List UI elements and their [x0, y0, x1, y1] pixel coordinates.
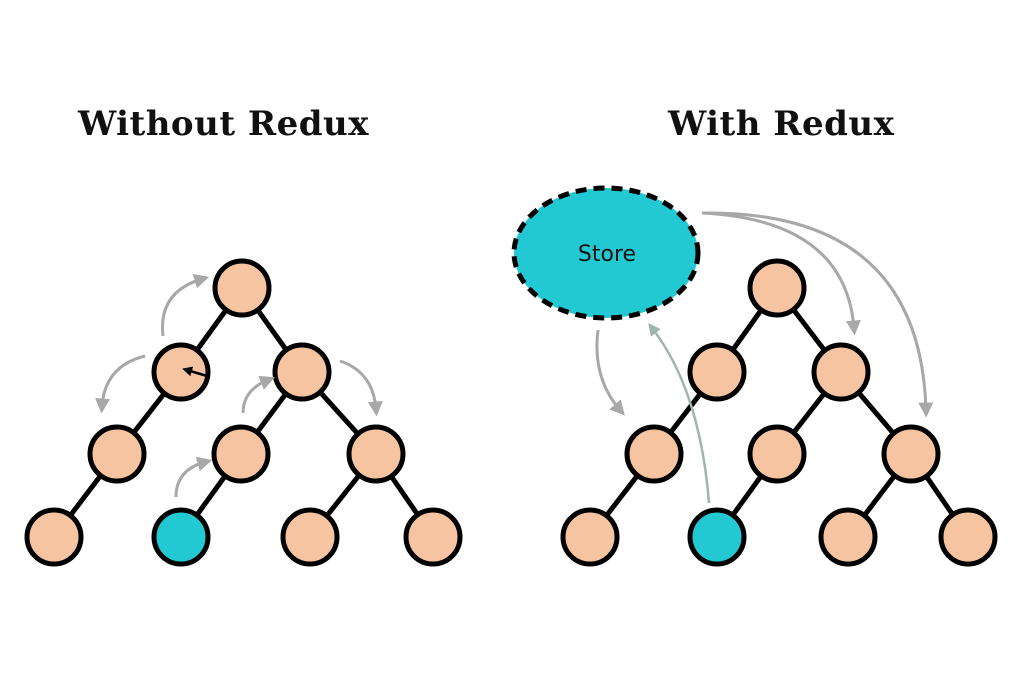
arrow-a-to-a1 [95, 354, 146, 414]
left-flow-arrows [95, 273, 383, 498]
title-with-redux: With Redux [668, 104, 895, 144]
without-redux-node-b1 [211, 424, 271, 484]
with-redux-node-b2a [818, 507, 878, 567]
store-ellipse [511, 185, 701, 321]
without-redux-node-b2b [403, 507, 463, 567]
with-redux-node-b1 [747, 424, 807, 484]
title-without-redux: Without Redux [78, 104, 370, 144]
arrow-inside-a [182, 366, 208, 378]
without-redux-node-b2a [280, 507, 340, 567]
store-label: Store [578, 242, 636, 267]
without-redux-node-a1 [87, 424, 147, 484]
with-redux-node-a1a [560, 507, 620, 567]
with-redux-node-a1 [624, 424, 684, 484]
arrow-b1a-to-store [648, 323, 711, 504]
without-redux-node-a [151, 342, 211, 402]
arrow-b-to-b2 [339, 359, 383, 417]
without-redux-node-b2 [346, 424, 406, 484]
with-redux-node-b2b [938, 507, 998, 567]
with-redux-node-b1a-highlighted [687, 507, 747, 567]
arrow-store-to-a1 [595, 329, 625, 416]
with-redux-node-root [747, 258, 807, 318]
arrow-b1a-to-b1 [174, 456, 213, 498]
store: Store [511, 185, 701, 321]
right-flow-arrows [595, 211, 934, 504]
arrow-store-to-b2 [701, 211, 934, 418]
with-redux-node-b [811, 342, 871, 402]
arrow-a-to-root [160, 273, 210, 337]
without-redux-node-b [272, 342, 332, 402]
arrow-store-to-b [701, 211, 861, 336]
without-redux-node-root [212, 258, 272, 318]
without-redux-node-b1a-highlighted [151, 507, 211, 567]
arrow-b1-to-b [241, 375, 275, 414]
with-redux-node-a [687, 342, 747, 402]
with-redux-node-b2 [881, 424, 941, 484]
without-redux-node-a1a [24, 507, 84, 567]
